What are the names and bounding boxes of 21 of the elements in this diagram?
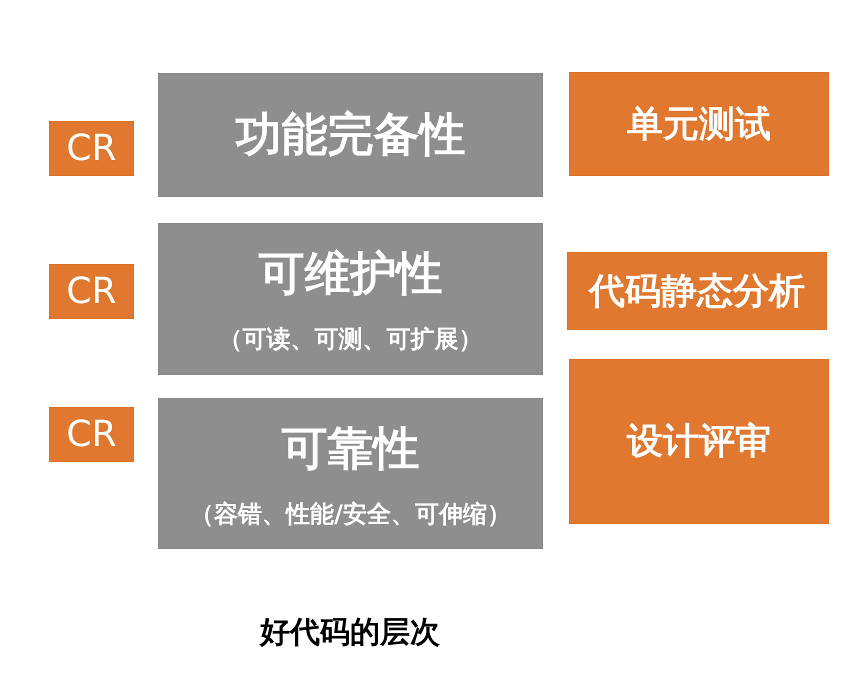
quality-level-box <box>158 73 543 197</box>
cr-tag <box>49 121 134 176</box>
heading-text: 功能完备性 <box>236 106 466 163</box>
heading-text: 可维护性 <box>258 245 442 302</box>
heading-text: 可靠性 <box>282 420 420 476</box>
cr-tag <box>49 264 134 319</box>
diagram-title: 好代码的层次 <box>258 614 441 652</box>
practice-box <box>567 252 827 330</box>
tag-text: CR <box>66 414 117 455</box>
heading-text: 设计评审 <box>627 420 771 464</box>
quality-detail-text: （容错、性能/安全、可伸缩） <box>190 498 511 530</box>
tag-text: CR <box>66 271 117 312</box>
quality-detail-text: （可读、可测、可扩展） <box>218 324 482 355</box>
quality-level-box <box>158 223 543 375</box>
cr-tag <box>49 407 134 462</box>
tag-text: CR <box>66 128 117 169</box>
practice-box <box>569 72 829 176</box>
heading-text: 代码静态分析 <box>589 270 805 314</box>
heading-text: 单元测试 <box>627 102 771 146</box>
quality-level-box <box>158 398 543 549</box>
practice-box <box>569 359 829 524</box>
